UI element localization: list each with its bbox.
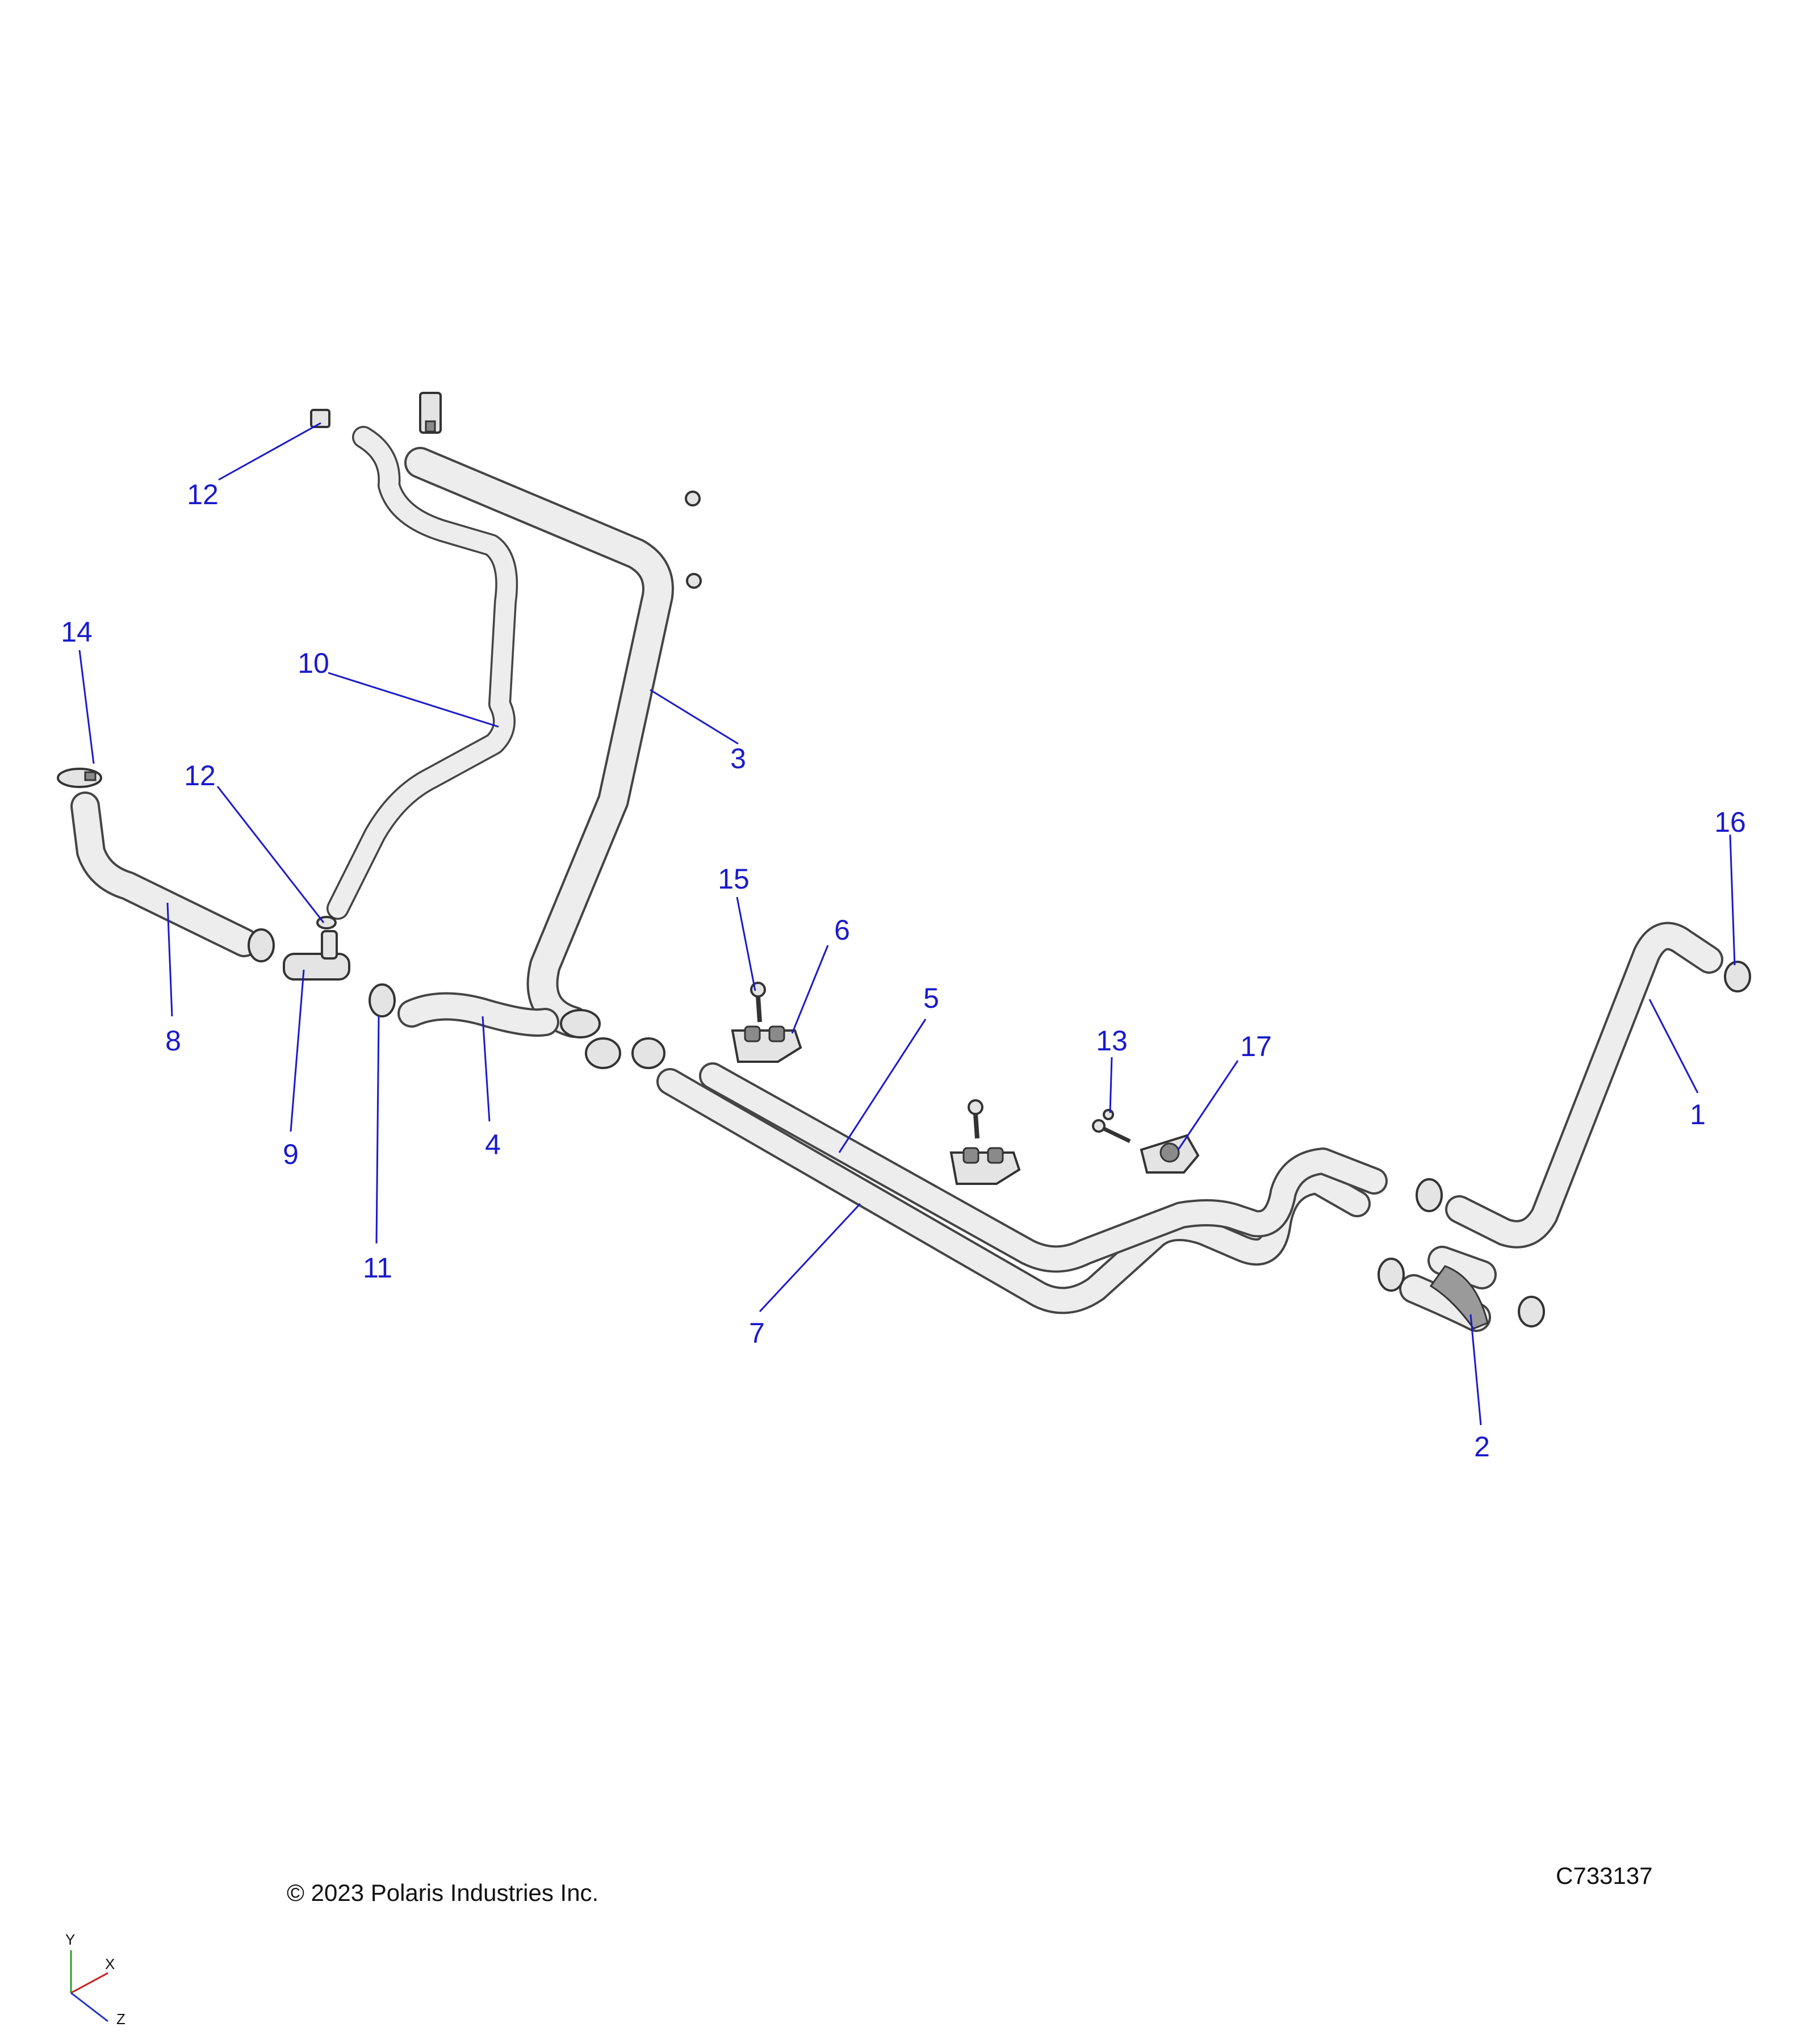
screw-part-15: [750, 982, 766, 1023]
tee-fitting-part-9: [283, 930, 350, 981]
connector-top-center: [419, 392, 442, 434]
hose-part-8: [70, 791, 259, 957]
callout-2: 2: [1474, 1431, 1490, 1463]
callout-12-lower: 12: [184, 760, 216, 791]
screw-pair-upper: [685, 491, 702, 589]
connector-top-left: [310, 409, 330, 428]
callout-6: 6: [834, 914, 850, 946]
clamp-part-17: [1140, 1134, 1200, 1174]
axis-label-z: Z: [116, 2011, 125, 2028]
callout-3: 3: [730, 743, 746, 774]
callout-17: 17: [1240, 1031, 1272, 1062]
callout-4: 4: [485, 1129, 501, 1161]
axis-label-x: X: [105, 1955, 115, 1972]
x-axis-line: [70, 1972, 108, 1994]
callout-9: 9: [283, 1138, 299, 1170]
copyright-text: © 2023 Polaris Industries Inc.: [287, 1879, 598, 1906]
screw-part-13: [1092, 1109, 1131, 1144]
hose-part-1: [1445, 922, 1723, 1249]
callout-7: 7: [749, 1317, 765, 1349]
z-axis-line: [70, 1992, 108, 2022]
bracket-part-6: [731, 1025, 802, 1063]
callout-14: 14: [61, 616, 93, 648]
callout-11: 11: [363, 1252, 392, 1284]
hose-part-2: [1399, 1246, 1497, 1332]
clamp-part-14: [57, 768, 102, 788]
clamp-part-16: [1724, 961, 1751, 992]
callout-10: 10: [298, 647, 329, 679]
hose-part-4: [397, 992, 559, 1037]
tube-part-5: [699, 1062, 1388, 1273]
callout-labels: 1 2 3 4 5 6 7 8 9 10 11 12 12 13 14 15 1…: [61, 479, 1746, 1463]
callout-1: 1: [1690, 1099, 1706, 1130]
callout-5: 5: [923, 982, 939, 1014]
leader-lines: [78, 422, 1736, 1426]
tube-part-3: [404, 447, 674, 1038]
hose-part-10: [326, 426, 518, 920]
callout-13: 13: [1096, 1025, 1128, 1057]
axis-triad: Y X Z: [65, 1931, 125, 2028]
callout-12-upper: 12: [187, 479, 219, 510]
callout-16: 16: [1714, 806, 1746, 838]
callout-8: 8: [165, 1025, 181, 1057]
clamps-right: [1378, 1178, 1545, 1327]
pipes: [70, 426, 1723, 1332]
bracket-center: [949, 1099, 1021, 1185]
callout-15: 15: [718, 863, 750, 895]
clamps-center: [248, 928, 665, 1069]
axis-label-y: Y: [65, 1931, 75, 1948]
drawing-number: C733137: [1556, 1862, 1652, 1889]
small-parts: [57, 392, 1751, 1327]
